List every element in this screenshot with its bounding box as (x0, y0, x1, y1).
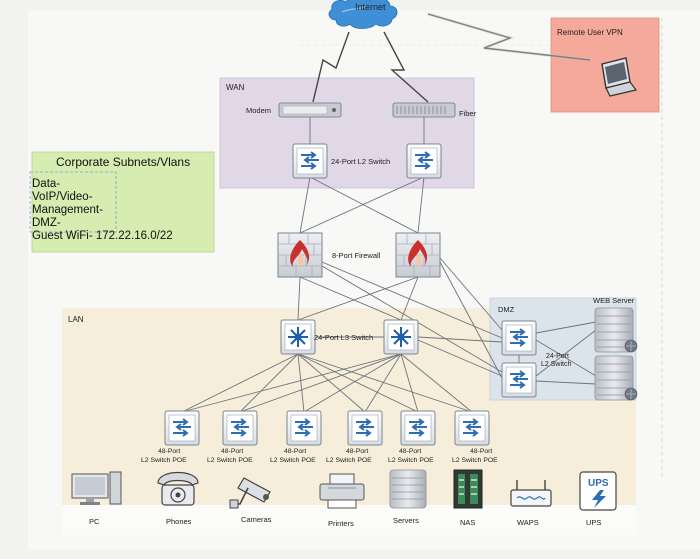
poe-label-3: 48-Port (284, 448, 306, 455)
l2-switch-label: 24-Port L2 Switch (331, 157, 390, 166)
poe-switch-icon (400, 410, 436, 446)
poe-switch-icon (286, 410, 322, 446)
poe-switch-icon (164, 410, 200, 446)
poe-label-6b: L2 Switch POE (452, 457, 498, 464)
subnet-item-dmz: DMZ- (32, 217, 61, 229)
dmz-label: DMZ (498, 305, 515, 314)
camera-icon (229, 477, 271, 509)
device-strip (62, 505, 636, 535)
firewall-label: 8-Port Firewall (332, 251, 381, 260)
poe-switch-icon (454, 410, 490, 446)
device-label-pc: PC (89, 517, 100, 526)
device-label-servers: Servers (393, 516, 419, 525)
web-server-label: WEB Server (593, 296, 635, 305)
lightning-icon (427, 13, 591, 61)
pc-icon (71, 471, 122, 505)
firewall-icon (277, 232, 323, 278)
servers-icon (389, 469, 427, 509)
connection-lines (181, 117, 597, 413)
wan-l2-switch-icon (406, 143, 442, 179)
wireless-links (312, 13, 591, 103)
corporate-subnets-title: Corporate Subnets/Vlans (56, 155, 191, 169)
wan-label: WAN (226, 83, 245, 92)
poe-switch-icon (222, 410, 258, 446)
poe-label-5b: L2 Switch POE (388, 457, 434, 464)
subnet-item-guest-wifi: Guest WiFi- 172.22.16.0/22 (32, 230, 173, 242)
modem-label: Modem (246, 106, 271, 115)
device-label-nas: NAS (460, 518, 475, 527)
printer-icon (319, 473, 365, 509)
web-server-icon (594, 307, 638, 353)
internet-cloud-icon (328, 0, 398, 29)
poe-switch-icon (347, 410, 383, 446)
poe-label-3b: L2 Switch POE (270, 457, 316, 464)
subnet-item-management: Management- (32, 204, 103, 216)
l3-switch-icon (280, 319, 316, 355)
poe-switch-labels: 48-Port L2 Switch POE 48-Port L2 Switch … (141, 448, 498, 464)
poe-label-1: 48-Port (158, 448, 180, 455)
corporate-subnets-list: Data- VoIP/Video- Management- DMZ- Guest… (32, 178, 212, 243)
corporate-subnets-box (31, 151, 215, 253)
dmz-switch-label-1: 24-Port (546, 353, 569, 360)
l3-switch-label: 24-Port L3 Switch (314, 333, 373, 342)
fiber-device-icon (392, 102, 456, 118)
ups-icon-text: UPS (588, 478, 609, 489)
ups-icon (579, 471, 617, 511)
lightning-icon (312, 31, 350, 103)
poe-label-6: 48-Port (470, 448, 492, 455)
laptop-icon (601, 57, 638, 97)
subnet-item-data: Data- (32, 178, 61, 190)
wan-l2-switch-icon (292, 143, 328, 179)
web-server-icon (594, 355, 638, 401)
device-label-waps: WAPS (517, 518, 539, 527)
modem-icon (278, 102, 342, 118)
poe-label-4b: L2 Switch POE (326, 457, 372, 464)
nas-icon (453, 469, 483, 509)
lan-label: LAN (68, 315, 84, 324)
wap-icon (510, 480, 552, 507)
dmz-switch-label-2: L2 Switch (541, 361, 571, 368)
poe-label-2b: L2 Switch POE (207, 457, 253, 464)
device-label-printers: Printers (328, 519, 354, 528)
dmz-switch-icon (501, 320, 537, 356)
l3-switch-icon (383, 319, 419, 355)
device-labels: PC Phones Cameras Printers Servers NAS W… (89, 515, 601, 528)
poe-label-5: 48-Port (399, 448, 421, 455)
poe-label-4: 48-Port (346, 448, 368, 455)
firewall-icon (395, 232, 441, 278)
dmz-switch-icon (501, 362, 537, 398)
device-label-ups: UPS (586, 518, 601, 527)
device-label-phones: Phones (166, 517, 192, 526)
poe-label-1b: L2 Switch POE (141, 457, 187, 464)
fiber-label: Fiber (459, 109, 477, 118)
remote-vpn-label: Remote User VPN (557, 28, 623, 37)
subnet-item-voip: VoIP/Video- (32, 191, 93, 203)
phone-icon (157, 472, 199, 506)
internet-label: Internet (355, 2, 386, 12)
poe-label-2: 48-Port (221, 448, 243, 455)
lightning-icon (383, 31, 429, 103)
device-label-cameras: Cameras (241, 515, 272, 524)
